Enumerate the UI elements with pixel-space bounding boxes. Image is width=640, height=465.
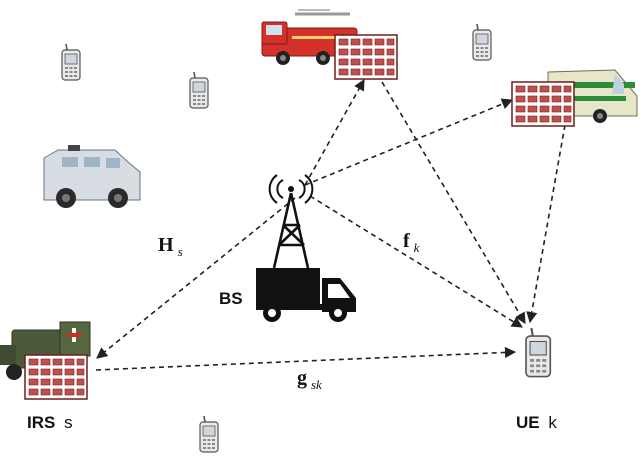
link-bs-to-army-irs (96, 197, 296, 359)
links (95, 79, 566, 371)
irs-panel-firetruck (334, 34, 398, 80)
channel-label-fk-main: f (403, 230, 410, 252)
phone-icon-4 (199, 415, 219, 453)
base-station-icon (256, 174, 356, 322)
armored-vehicle-icon (43, 145, 141, 208)
channel-label-fk: f k (403, 230, 420, 255)
channel-label-gsk-sub: sk (311, 377, 322, 392)
irs-panel-army (24, 354, 88, 400)
channel-label-gsk: g sk (297, 367, 322, 392)
link-bs-to-van-irs (304, 98, 514, 186)
fire-truck-icon (261, 9, 358, 65)
phone-icon-1 (61, 43, 81, 81)
link-bs-to-firetruck-irs (304, 79, 365, 186)
channel-label-hs: H s (158, 234, 183, 259)
channel-label-hs-sub: s (178, 244, 183, 259)
link-van-irs-to-ue (526, 124, 566, 324)
phone-icon-3 (472, 23, 492, 61)
ue-label-bold: UE (516, 413, 540, 432)
link-firetruck-irs-to-ue (381, 81, 526, 324)
ue-label: UE k (516, 413, 557, 432)
link-bs-to-ue (309, 195, 523, 328)
irs-label-index: s (64, 413, 73, 432)
bs-label: BS (219, 289, 243, 308)
channel-label-fk-sub: k (414, 240, 420, 255)
channel-label-hs-main: H (158, 234, 174, 256)
irs-panel-van (511, 81, 575, 127)
ue-phone-icon (524, 326, 552, 378)
phone-icon-2 (189, 71, 209, 109)
irs-label-bold: IRS (27, 413, 55, 432)
irs-label: IRS s (27, 413, 73, 432)
ue-label-index: k (548, 413, 557, 432)
link-army-irs-to-ue (95, 346, 517, 371)
channel-label-gsk-main: g (297, 367, 307, 389)
